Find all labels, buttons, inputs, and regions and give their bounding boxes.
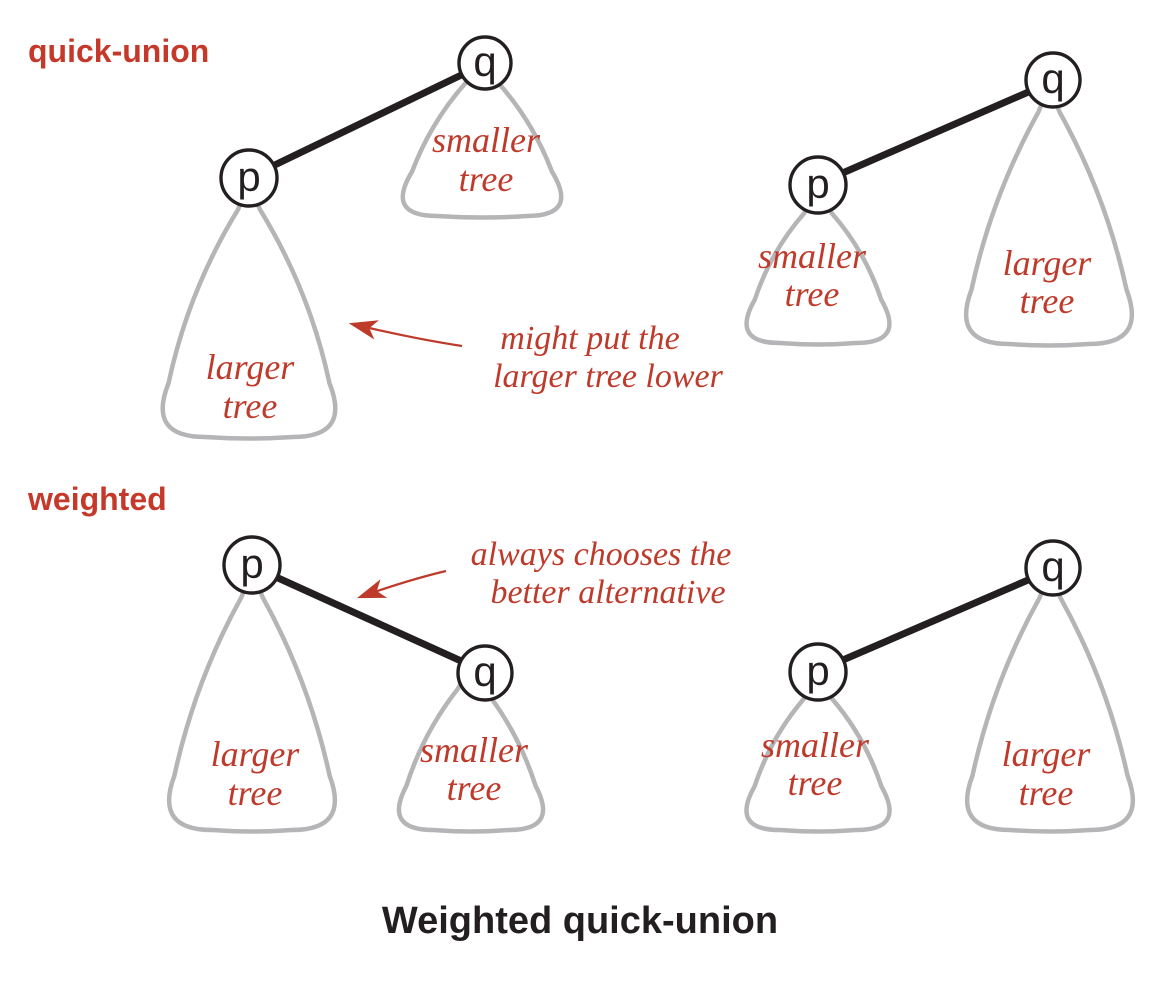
node-p-label: p <box>240 540 263 587</box>
weighted-section-label: weighted <box>27 481 167 517</box>
link-p-to-q-edge <box>252 62 482 179</box>
node-q-circle <box>457 35 513 91</box>
node-q-circle <box>1024 51 1082 109</box>
annotation-line2: better alternative <box>490 574 725 611</box>
node-q-label: q <box>1041 543 1064 590</box>
annotation-arrow <box>356 569 447 599</box>
smaller-tree-label-line1: smaller <box>420 730 529 770</box>
quick-union-section-label: quick-union <box>28 33 209 69</box>
smaller-tree-label-line2: tree <box>788 763 843 803</box>
node-q-circle <box>1024 539 1082 597</box>
node-p-circle <box>788 642 848 702</box>
group-quick-union-bad-result: p q larger tree smaller tree <box>160 35 564 441</box>
node-q-circle <box>456 644 514 702</box>
quick-union-annotation: might put the larger tree lower <box>348 320 724 395</box>
smaller-tree-label-line1: smaller <box>432 120 541 160</box>
smaller-tree-blob <box>744 683 892 834</box>
group-weighted-right-result: p q smaller tree larger tree <box>744 539 1136 834</box>
smaller-tree-blob <box>400 66 564 220</box>
larger-tree-blob <box>160 193 338 441</box>
link-p-to-q-edge <box>820 567 1051 673</box>
link-p-to-q-edge <box>820 79 1051 186</box>
smaller-tree-label-line2: tree <box>785 274 840 314</box>
larger-tree-label-line1: larger <box>211 734 301 774</box>
smaller-tree-label-line2: tree <box>447 768 502 808</box>
node-p-circle <box>222 535 282 595</box>
annotation-line2: larger tree lower <box>493 358 724 395</box>
node-p-label: p <box>806 647 829 694</box>
node-p-circle <box>788 155 848 215</box>
larger-tree-label-line1: larger <box>1002 734 1092 774</box>
annotation-line1: might put the <box>500 320 679 357</box>
node-q-label: q <box>473 38 496 85</box>
figure-caption: Weighted quick-union <box>382 900 778 942</box>
larger-tree-label-line1: larger <box>206 347 296 387</box>
node-p-label: p <box>237 153 260 200</box>
smaller-tree-label-line2: tree <box>459 159 514 199</box>
larger-tree-label-line2: tree <box>1019 773 1074 813</box>
group-weighted-left-result: p q larger tree smaller tree <box>166 535 546 834</box>
larger-tree-blob <box>963 95 1135 348</box>
larger-tree-label-line2: tree <box>228 773 283 813</box>
larger-tree-label-line2: tree <box>1020 281 1075 321</box>
node-q-label: q <box>473 648 496 695</box>
annotation-line1: always chooses the <box>471 536 732 573</box>
smaller-tree-label-line1: smaller <box>761 725 870 765</box>
node-q-label: q <box>1041 55 1064 102</box>
larger-tree-blob <box>166 580 338 834</box>
weighted-annotation: always chooses the better alternative <box>356 536 732 611</box>
larger-tree-blob <box>964 581 1136 834</box>
node-p-circle <box>219 148 279 208</box>
larger-tree-label-line1: larger <box>1003 243 1093 283</box>
larger-tree-label-line2: tree <box>223 386 278 426</box>
smaller-tree-blob <box>744 198 892 347</box>
annotation-arrow <box>348 320 463 348</box>
smaller-tree-blob <box>396 674 546 834</box>
node-p-label: p <box>806 160 829 207</box>
link-q-to-p-edge <box>254 564 483 674</box>
smaller-tree-label-line1: smaller <box>758 236 867 276</box>
group-quick-union-alt-result: p q smaller tree larger tree <box>744 51 1135 348</box>
